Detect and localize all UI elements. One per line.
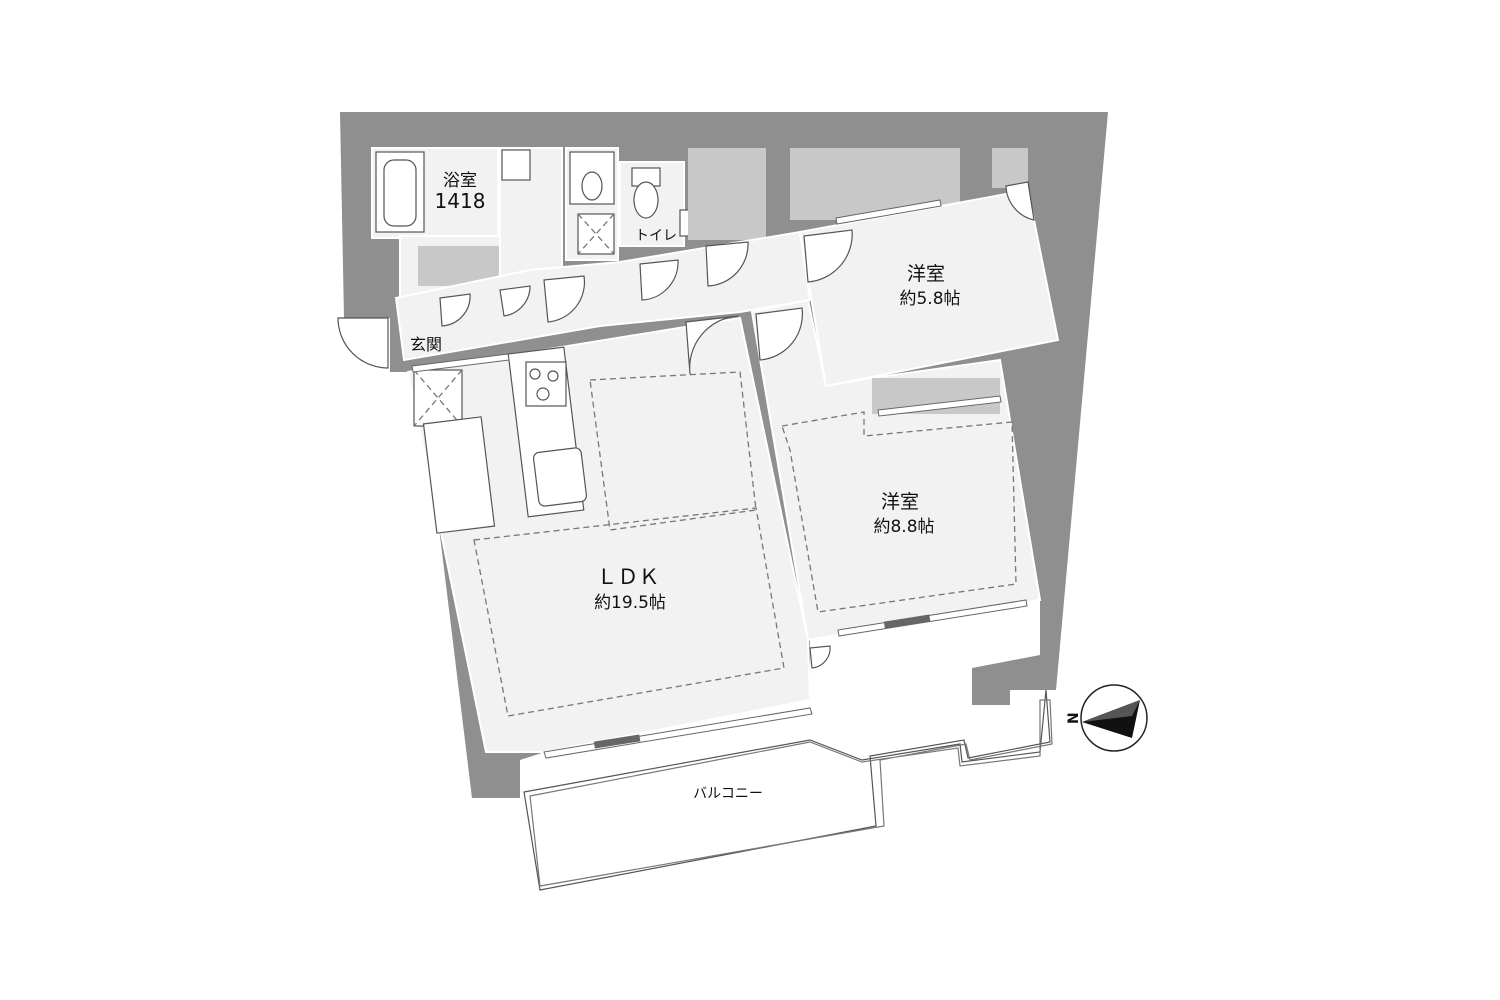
balcony	[523, 689, 1053, 891]
washbasin-icon	[569, 151, 615, 205]
entrance-label: 玄関	[410, 335, 442, 354]
doors	[337, 181, 1035, 669]
ldk-label: ＬＤＫ	[597, 565, 660, 589]
bath-label: 浴室	[443, 171, 477, 191]
western1-area: 約5.8帖	[899, 289, 960, 309]
ldk-room	[406, 316, 812, 753]
western2-area: 約8.8帖	[873, 517, 934, 537]
western-room-1	[798, 188, 1060, 388]
ldk-area: 約19.5帖	[594, 593, 666, 613]
room-labels: 浴室 1418 トイレ 玄関 洋室 約5.8帖 洋室 約8.8帖 ＬＤＫ 約19…	[410, 171, 961, 802]
north-arrow-icon: N	[1066, 684, 1148, 752]
windows	[411, 199, 1028, 759]
balcony-label: バルコニー	[693, 786, 763, 802]
entrance-door-icon	[337, 317, 389, 369]
cupboard	[422, 416, 496, 534]
toilet-icon	[633, 181, 659, 219]
toilet-room	[619, 161, 693, 247]
sink-icon	[532, 447, 588, 507]
bathroom-area	[371, 147, 619, 299]
western2-label: 洋室	[881, 491, 919, 513]
toilet-label: トイレ	[635, 228, 677, 244]
bath-size-label: 1418	[435, 189, 486, 213]
north-letter: N	[1066, 712, 1082, 724]
western1-label: 洋室	[907, 263, 945, 285]
